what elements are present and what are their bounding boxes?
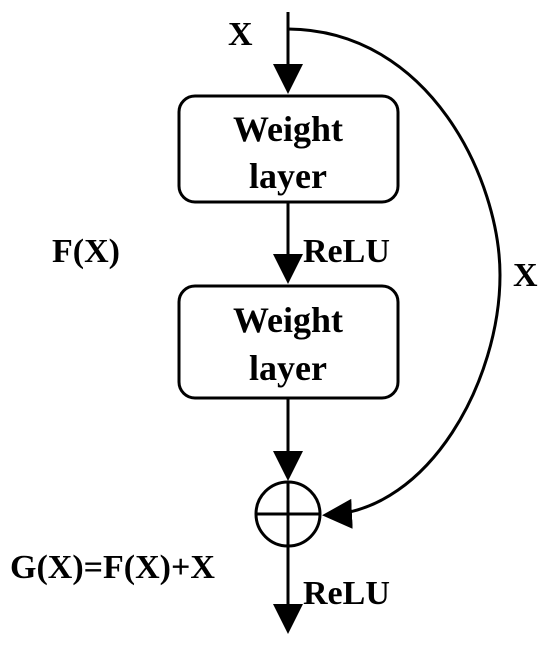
weight-layer-block-1: [177, 94, 400, 204]
weight-layer-2-line1: Weight: [233, 300, 343, 340]
skip-connection-label: X: [513, 257, 538, 294]
weight-layer-block-2: [177, 284, 400, 400]
weight-layer-1-line1: Weight: [233, 109, 343, 149]
skip-connection-curve: [287, 27, 502, 529]
output-equation: G(X)=F(X)+X: [10, 549, 215, 586]
relu-label-output: ReLU: [303, 575, 390, 612]
residual-function-label: F(X): [52, 233, 120, 270]
weight-layer-2-line2: layer: [249, 348, 327, 388]
relu-label-middle: ReLU: [303, 233, 390, 270]
weight-layer-1-line2: layer: [249, 156, 327, 196]
input-label: X: [228, 16, 253, 53]
